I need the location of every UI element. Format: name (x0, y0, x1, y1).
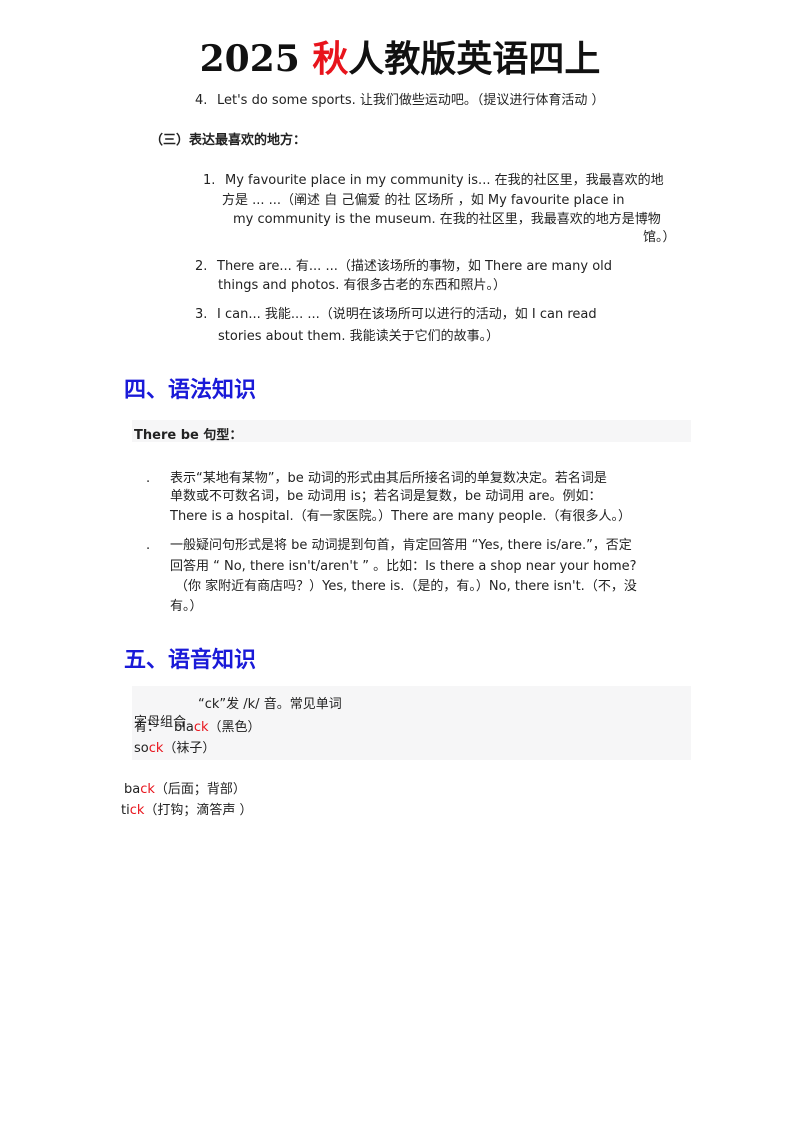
shaded-box (132, 420, 691, 442)
phonics-rule: “ck”发 /k/ 音。常见单词 (198, 697, 342, 712)
phonics-word: sock（袜子） (134, 741, 216, 756)
list-item-line: 有。） (170, 599, 203, 614)
phonics-word: tick（打钩；滴答声 ） (121, 803, 253, 818)
list-item-line: stories about them. 我能读关于它们的故事。） (218, 329, 500, 344)
list-item: .表示“某地有某物”，be 动词的形式由其后所接名词的单复数决定。若名词是 (146, 471, 607, 486)
section-heading: 四、语法知识 (124, 378, 257, 403)
box-label: There be 句型： (134, 428, 243, 442)
section-heading: 五、语音知识 (124, 648, 257, 673)
list-item: 3.I can... 我能... ...（说明在该场所可以进行的活动，如 I c… (195, 307, 597, 322)
phonics-word: 有：black（黑色） (134, 720, 261, 735)
list-item-line: 回答用 “ No, there isn't/aren't ” 。比如：Is th… (170, 559, 637, 574)
list-item-line: （你 家附近有商店吗？）Yes, there is.（是的，有。）No, the… (175, 579, 637, 594)
list-item-line: my community is the museum. 在我的社区里，我最喜欢的… (233, 212, 661, 227)
list-item: 2.There are... 有... ...（描述该场所的事物，如 There… (195, 259, 613, 274)
title-rest: 人教版英语四上 (348, 38, 601, 80)
list-item-line: There is a hospital.（有一家医院。）There are ma… (170, 509, 632, 524)
list-item: 1.My favourite place in my community is.… (203, 173, 664, 188)
title-year: 2025 (199, 38, 300, 80)
list-item-line: 方是 ... ...（阐述 自 己偏爱 的社 区场所 ，如 My favouri… (222, 193, 625, 208)
shaded-box (132, 686, 691, 760)
title-red-char: 秋 (312, 38, 349, 80)
section-heading: （三）表达最喜欢的地方： (150, 133, 307, 148)
phonics-word: back（后面；背部） (124, 782, 246, 797)
list-item-line: 单数或不可数名词，be 动词用 is；若名词是复数，be 动词用 are。例如： (170, 489, 602, 504)
list-item-line: 馆。） (643, 230, 676, 245)
list-item: 4.Let's do some sports. 让我们做些运动吧。（提议进行体育… (195, 93, 605, 108)
list-item: .一般疑问句形式是将 be 动词提到句首，肯定回答用 “Yes, there i… (146, 538, 632, 553)
page-title: 2025 秋人教版英语四上 (0, 30, 800, 82)
phonics-label: 字母组合 (134, 715, 187, 730)
list-item-line: things and photos. 有很多古老的东西和照片。） (218, 278, 506, 293)
